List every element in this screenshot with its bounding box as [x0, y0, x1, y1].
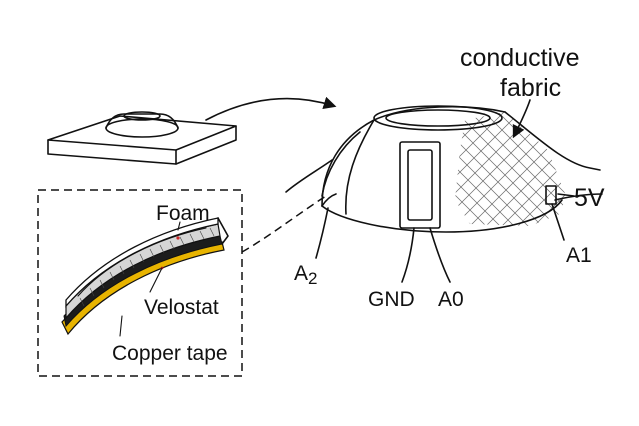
a2-label-main: A: [294, 262, 308, 285]
pointer-arrow-icon: [512, 99, 531, 139]
prototype-pad: [47, 111, 237, 165]
copper-leader: [119, 315, 123, 337]
a0-label: A0: [438, 288, 464, 311]
curved-arrow-icon: [205, 96, 337, 121]
sketch-accent-line: [285, 159, 333, 193]
velostat-leader: [149, 267, 163, 293]
conductive-fabric-label-line2: fabric: [500, 74, 561, 102]
conductive-fabric-label-line1: conductive: [460, 44, 580, 72]
wire-a2: [315, 207, 329, 259]
wire-gnd: [401, 227, 415, 283]
gnd-label: GND: [368, 288, 415, 311]
a1-label: A1: [566, 244, 592, 267]
front-electrode-inner: [407, 149, 433, 221]
foam-label: Foam: [156, 202, 210, 225]
velostat-label: Velostat: [144, 296, 219, 319]
five-volt-label: 5V: [574, 184, 605, 212]
right-electrode-tab: [545, 185, 557, 205]
top-fabric-layer: [65, 217, 219, 308]
foam-marker: [176, 236, 180, 240]
front-electrode-outer: [399, 141, 441, 229]
foam-leader: [177, 221, 181, 231]
copper-tape-label: Copper tape: [112, 342, 228, 365]
a2-label: A2: [294, 262, 317, 288]
inset-leader-line: [241, 195, 327, 253]
wire-5v: [557, 193, 575, 197]
layer-stack: [61, 217, 229, 336]
wire-a1: [551, 203, 565, 241]
a2-label-sub: 2: [308, 269, 317, 288]
wire-a0: [429, 227, 451, 283]
